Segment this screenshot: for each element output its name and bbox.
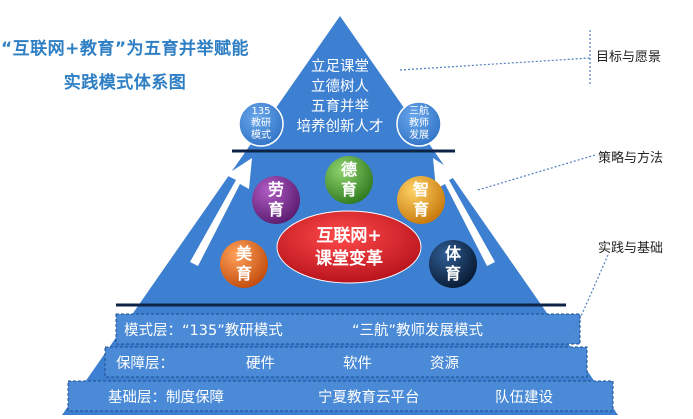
guarantee-item-hardware: 硬件 xyxy=(246,356,275,372)
hub-line-1: 互联网+ xyxy=(316,226,382,246)
goal-line-4: 培养创新人才 xyxy=(296,119,384,135)
hub-line-2: 课堂变革 xyxy=(315,249,383,269)
ball-lao-label: 劳育 xyxy=(267,180,284,219)
right-circle-line-3: 发展 xyxy=(409,130,429,141)
left-circle-line-1: 135 xyxy=(251,106,271,117)
base-item-team: 队伍建设 xyxy=(495,390,553,406)
base-item-platform: 宁夏教育云平台 xyxy=(318,390,420,406)
side-label-strategy: 策略与方法 xyxy=(598,151,664,166)
left-circle-line-3: 模式 xyxy=(251,130,271,141)
ball-lao: 劳育 xyxy=(256,180,296,220)
right-circle-line-2: 教师 xyxy=(409,118,429,129)
mode-layer-left: 模式层：“135”教研模式 xyxy=(124,323,283,339)
ball-mei: 美育 xyxy=(224,244,264,284)
diagram-title-line2: 实践模式体系图 xyxy=(63,73,187,93)
side-label-practice: 实践与基础 xyxy=(598,241,664,256)
base-layer-label: 基础层：制度保障 xyxy=(108,390,224,406)
ball-de: 德育 xyxy=(329,160,369,200)
right-circle-line-1: 三航 xyxy=(409,106,429,117)
goal-line-1: 立足课堂 xyxy=(311,59,369,75)
mode-layer-right: “三航”教师发展模式 xyxy=(352,323,484,339)
goal-line-2: 立德树人 xyxy=(311,79,369,95)
ball-zhi-label: 智育 xyxy=(412,180,429,219)
ball-zhi: 智育 xyxy=(401,180,441,220)
ball-mei-label: 美育 xyxy=(235,244,252,283)
ball-ti-label: 体育 xyxy=(444,244,461,283)
diagram-title-line1: “互联网+教育”为五育并举赋能 xyxy=(0,39,250,59)
left-circle-line-2: 教研 xyxy=(251,118,271,129)
ball-de-label: 德育 xyxy=(340,160,357,199)
guarantee-layer-label: 保障层： xyxy=(116,356,174,372)
goal-line-3: 五育并举 xyxy=(311,99,369,115)
guarantee-item-resources: 资源 xyxy=(430,356,459,372)
side-label-goal: 目标与愿景 xyxy=(596,50,662,65)
guarantee-item-software: 软件 xyxy=(343,356,372,372)
ball-ti: 体育 xyxy=(433,244,473,284)
